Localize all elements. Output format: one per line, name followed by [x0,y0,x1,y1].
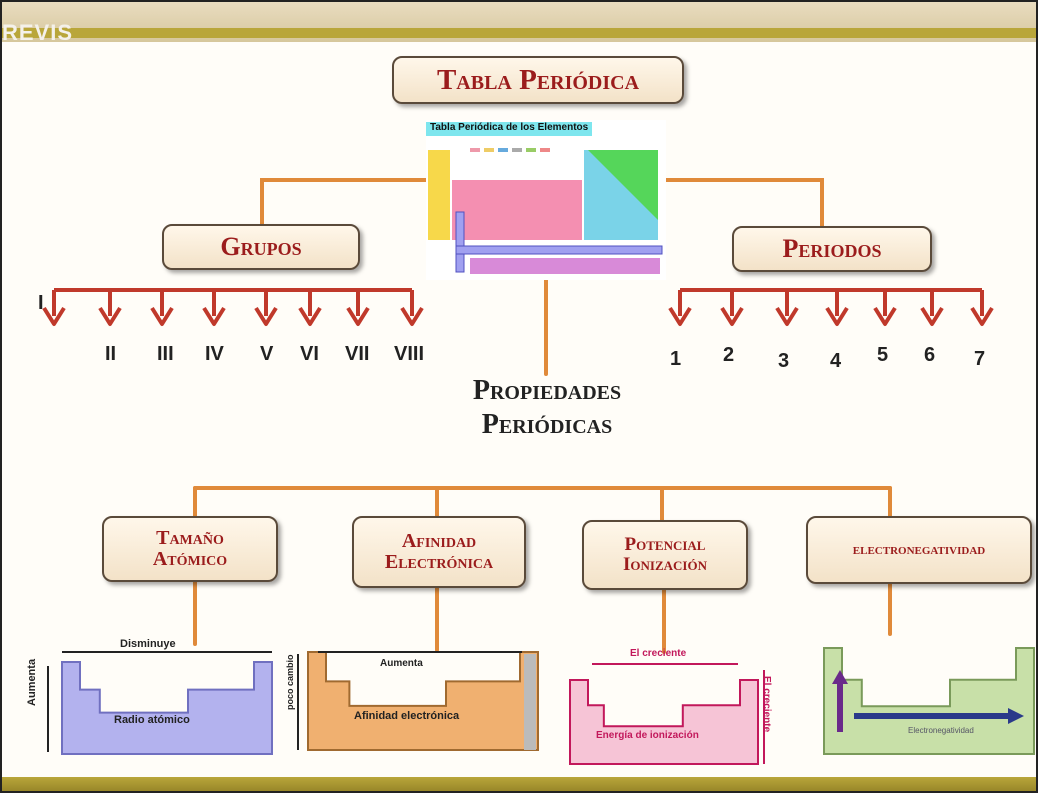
potencial-line1: Potencial [624,534,706,556]
ionizacion-image-center-label: Energía de ionización [596,730,699,741]
grupos-arrow-arrowhead-7 [346,306,370,326]
electronegatividad-image-right-arrowhead [1008,708,1024,724]
periodic-table-graphic [428,148,663,274]
periodos-label: Periodos [782,234,882,264]
tamano-atomico-node: Tamaño Atómico [102,516,278,582]
tamano-image-center-label: Radio atómico [114,714,190,726]
afinidad-image-gray-column [524,654,536,750]
periodo-label-4: 4 [830,350,842,372]
pt-block-d [452,180,582,240]
periodic-table-image: Tabla Periódica de los Elementos [426,120,666,280]
periodos-arrow-arrowhead-5 [873,306,897,326]
connector-properties-drops [193,486,892,522]
tamano-line2: Atómico [152,548,228,570]
pt-legend-swatch-4 [512,148,522,152]
afinidad-line1: Afinidad [401,530,477,552]
potencial-ionizacion-node: Potencial Ionización [582,520,748,590]
connector-property-images [193,580,892,654]
tamano-image-side-label: Aumenta [26,658,38,706]
tamano-image-shape [61,661,273,755]
periodo-label-3: 3 [778,350,790,372]
electronegatividad-image-up-arrowhead [832,670,848,684]
pt-block-f [470,258,660,274]
propiedades-node: Propiedades Periódicas [422,374,672,441]
afinidad-image-center-label: Afinidad electrónica [354,710,460,722]
pt-legend-swatch-5 [526,148,536,152]
grupo-label-7: VII [345,343,370,365]
grupo-label-8: VIII [394,343,425,365]
root-node: Tabla Periódica [392,56,684,104]
pt-block-nonmetal [588,150,658,220]
periodos-arrow-arrowhead-1 [668,306,692,326]
grupo-label-5: V [260,343,274,365]
electronegatividad-line1: electronegatividad [852,540,986,558]
connector-root-grupos [260,178,429,226]
periodos-arrow-arrowhead-7 [970,306,994,326]
root-label: Tabla Periódica [436,63,640,96]
grupo-label-3: III [157,343,174,365]
pt-legend-swatch-2 [484,148,494,152]
afinidad-line2: Electrónica [384,551,494,573]
afinidad-electronica-node: Afinidad Electrónica [352,516,526,588]
grupo-label-6: VI [300,343,319,365]
periodo-label-2: 2 [723,344,735,366]
top-band-line [2,28,1036,38]
electronegatividad-node: electronegatividad [806,516,1032,584]
afinidad-image-shape [307,651,539,751]
bottom-band [2,777,1036,791]
periodo-label-5: 5 [877,344,889,366]
grupos-arrow-arrowhead-4 [202,306,226,326]
grupos-arrow-arrowhead-3 [150,306,174,326]
grupo-label-4: IV [205,343,224,365]
propiedades-line1: Propiedades [472,375,622,406]
periodo-label-1: 1 [670,348,682,370]
propiedades-line2: Periódicas [481,408,613,440]
electronegatividad-image-shape [823,647,1035,755]
electronegatividad-image-center-label: Electronegatividad [908,726,974,735]
periodos-arrow-arrowhead-6 [920,306,944,326]
periodos-arrow-arrowhead-2 [720,306,744,326]
periodos-arrow-arrowhead-3 [775,306,799,326]
grupos-arrow-arrowhead-2 [98,306,122,326]
grupo-label-2: II [105,343,117,365]
connector-root-periodos [664,178,824,228]
ionizacion-image-side-label: El creciente [761,676,772,733]
pt-legend-swatch-3 [498,148,508,152]
top-banner-text: REVIS [2,20,74,45]
periodo-label-6: 6 [924,344,936,366]
grupos-arrow-arrowhead-6 [298,306,322,326]
tamano-image-top-label: Disminuye [120,638,176,650]
pt-legend-swatch-1 [470,148,480,152]
periodo-label-7: 7 [974,348,986,370]
periodos-node: Periodos [732,226,932,272]
grupos-node: Grupos [162,224,360,270]
grupos-arrow-arrowhead-5 [254,306,278,326]
tamano-line1: Tamaño [156,527,224,549]
grupo-label-1: I [38,292,44,314]
pt-highlight-group [455,211,465,273]
afinidad-image-side-label: poco cambio [285,654,295,710]
periodos-arrow-arrowhead-4 [825,306,849,326]
pt-block-s [428,150,450,240]
pt-highlight-period [455,245,663,255]
pt-legend-swatch-6 [540,148,550,152]
potencial-line2: Ionización [623,554,707,575]
grupos-arrow-arrowhead-8 [400,306,424,326]
periodic-table-title: Tabla Periódica de los Elementos [426,122,593,136]
grupos-label: Grupos [220,232,302,262]
ionizacion-image-shape [569,679,759,765]
ionizacion-image-top-label: El creciente [630,648,687,659]
grupos-arrow-arrowhead-1 [42,306,66,326]
afinidad-image-top-label: Aumenta [380,658,423,669]
